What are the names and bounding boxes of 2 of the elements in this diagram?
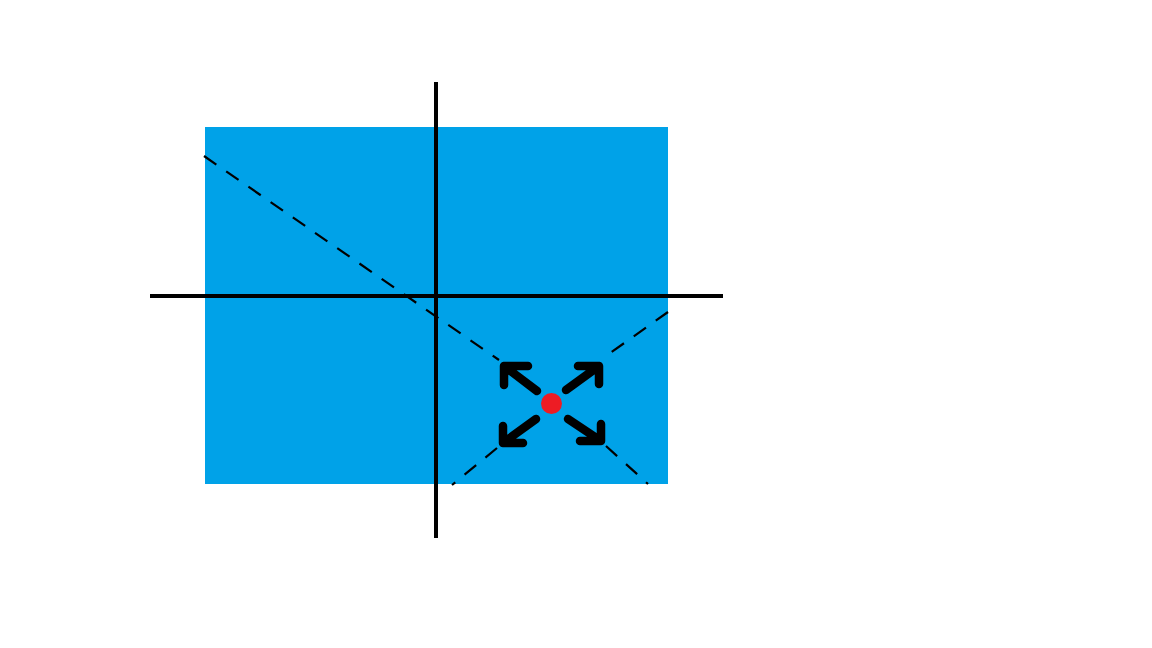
filled-rectangle bbox=[205, 127, 668, 484]
point-dot bbox=[541, 393, 562, 414]
